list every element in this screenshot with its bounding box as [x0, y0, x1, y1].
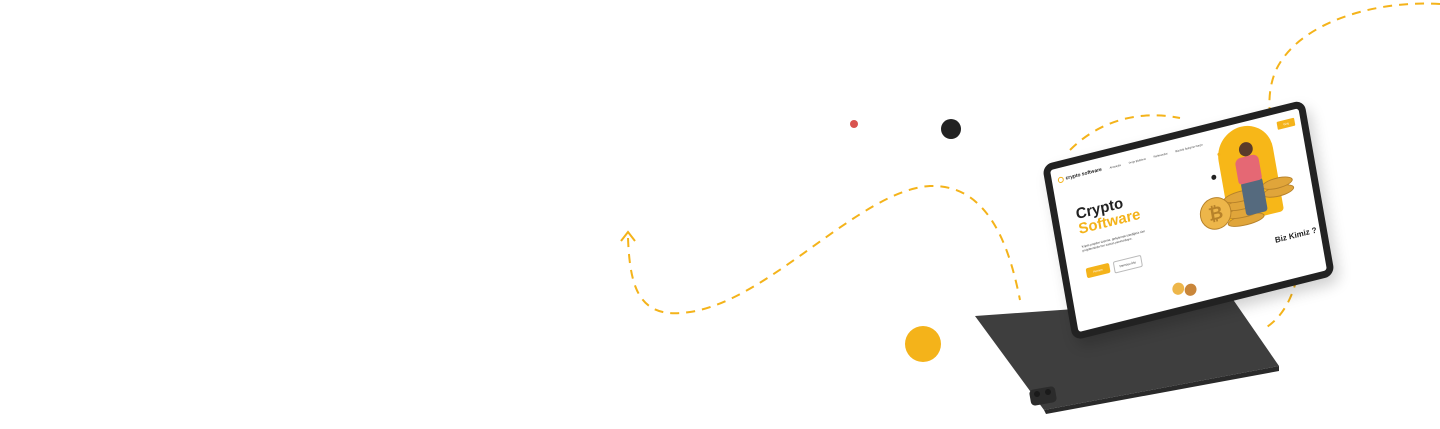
- hero-title: Crypto Software: [1075, 192, 1142, 238]
- hero-primary-button[interactable]: Hemen: [1085, 262, 1111, 279]
- section-title: Biz Kimiz ?: [1274, 225, 1318, 245]
- crypto-logo[interactable]: crypto software: [1057, 167, 1102, 184]
- illustration-dot: [1210, 174, 1217, 181]
- tablet-back-edge: [1044, 366, 1279, 414]
- crypto-logo-icon: [1057, 176, 1065, 184]
- nav-link-contact[interactable]: Bizimle İletişime Geçin: [1175, 142, 1204, 154]
- dashed-flight-path-right: [1261, 2, 1440, 331]
- small-red-dot: [850, 120, 858, 128]
- nav-link-team[interactable]: Proje Ekibimiz: [1128, 156, 1147, 165]
- nav-login-button[interactable]: Giriş: [1276, 117, 1296, 130]
- black-dot: [941, 119, 961, 139]
- yellow-dot: [905, 326, 941, 362]
- arrow-up-icon: [620, 230, 636, 242]
- nav-link-home[interactable]: Anasayfa: [1109, 162, 1122, 170]
- hero-secondary-button[interactable]: Demoyu İzle: [1112, 254, 1143, 274]
- logo-text: crypto software: [1065, 166, 1103, 182]
- coin-icon: [1183, 282, 1198, 298]
- dashed-flight-path: [627, 184, 1021, 315]
- coin-icon: [1171, 281, 1186, 297]
- nav-link-references[interactable]: Referanslar: [1153, 151, 1169, 159]
- tablet-back: [975, 298, 1279, 410]
